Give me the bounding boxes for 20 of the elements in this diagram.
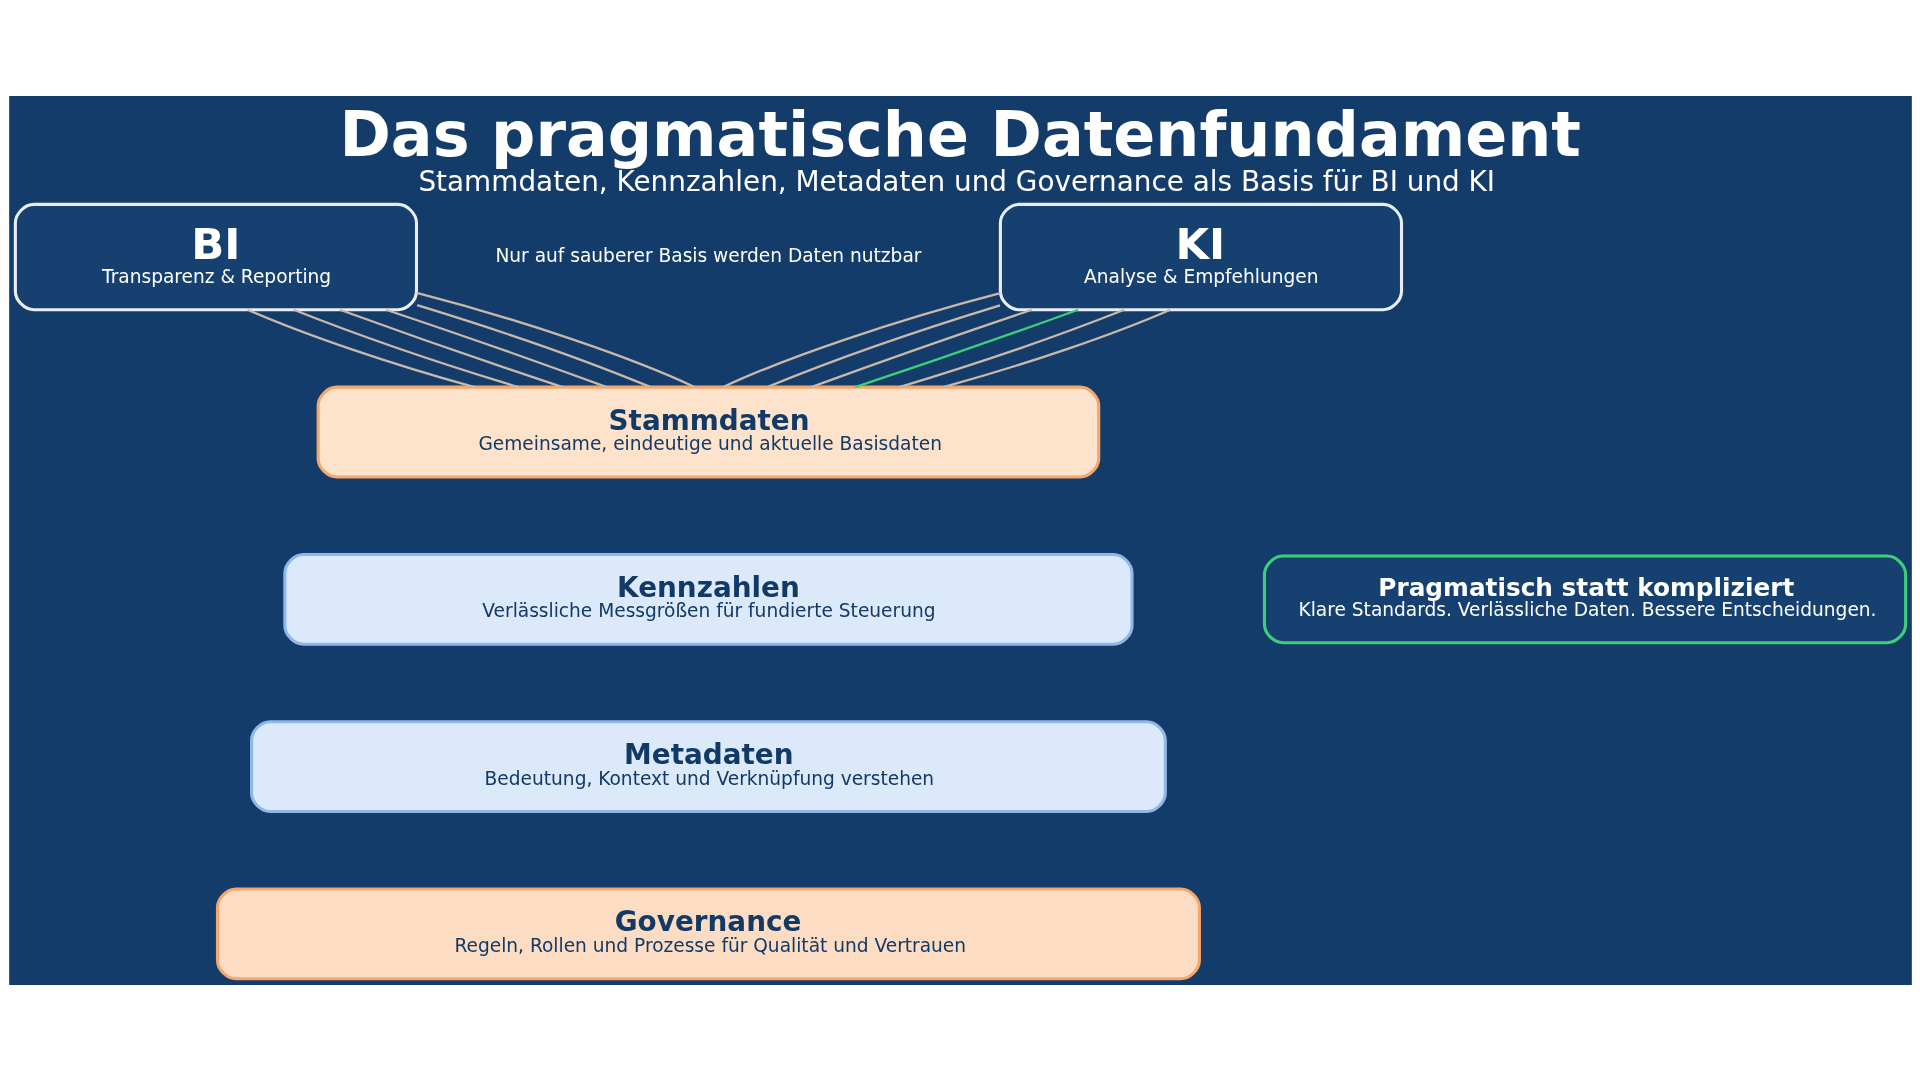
node-box: Kennzahlen Verlässliche Messgrößen für fundierte Steuerung xyxy=(282,552,1134,646)
label: Nur auf sauberer Basis werden Daten nutzbar xyxy=(494,244,921,266)
connector xyxy=(292,308,519,388)
connector xyxy=(722,291,1001,388)
connector xyxy=(766,303,1000,388)
node-box: BI Transparenz & Reporting xyxy=(13,202,418,311)
connector xyxy=(246,308,475,388)
node-box: KI Analyse & Empfehlungen xyxy=(998,202,1403,311)
node-box: Metadaten Bedeutung, Kontext und Verknüpfung verstehen xyxy=(249,719,1167,813)
connector xyxy=(854,308,1078,388)
connector xyxy=(898,308,1125,388)
node-box: Governance Regeln, Rollen und Prozesse für Qualität und Vertrauen xyxy=(215,886,1201,980)
node-box: Stammdaten Gemeinsame, eindeutige und aktuelle Basisdaten xyxy=(316,385,1100,479)
connector xyxy=(810,308,1032,388)
connector xyxy=(385,308,607,388)
connector xyxy=(942,308,1171,388)
connector xyxy=(338,308,563,388)
connector xyxy=(415,291,695,388)
node-box: Pragmatisch statt kompliziert Klare Standards. Verlässliche Daten. Bessere Entscheidungen. xyxy=(1262,553,1907,644)
connector xyxy=(416,303,651,388)
